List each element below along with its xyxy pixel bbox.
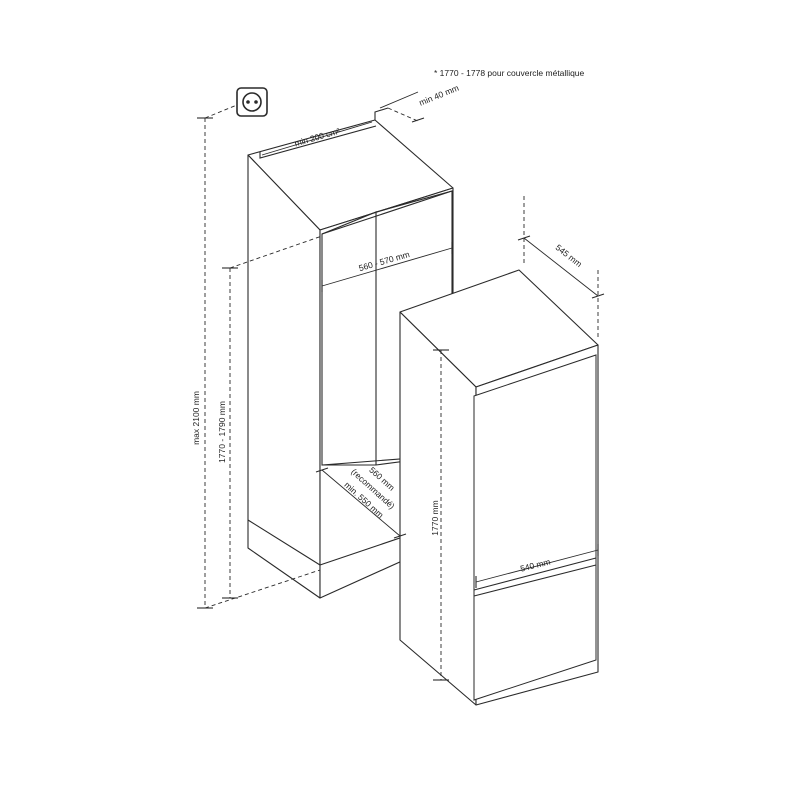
dimension-niche-height: 1770 - 1790 mm bbox=[217, 235, 323, 599]
dimension-appliance-height: 1770 mm bbox=[430, 349, 449, 681]
label-min-40: min 40 mm bbox=[418, 83, 461, 108]
label-1770-1790: 1770 - 1790 mm bbox=[217, 401, 227, 463]
appliance-fridge bbox=[399, 269, 599, 706]
dimension-min-gap: min 40 mm bbox=[379, 83, 461, 123]
label-max-2100: max 2100 mm bbox=[191, 391, 201, 445]
label-1770: 1770 mm bbox=[430, 500, 440, 535]
power-outlet-icon bbox=[236, 87, 268, 117]
footnote-metal-cover: * 1770 - 1778 pour couvercle métallique bbox=[434, 68, 585, 78]
dimension-max-height: max 2100 mm bbox=[191, 104, 321, 609]
